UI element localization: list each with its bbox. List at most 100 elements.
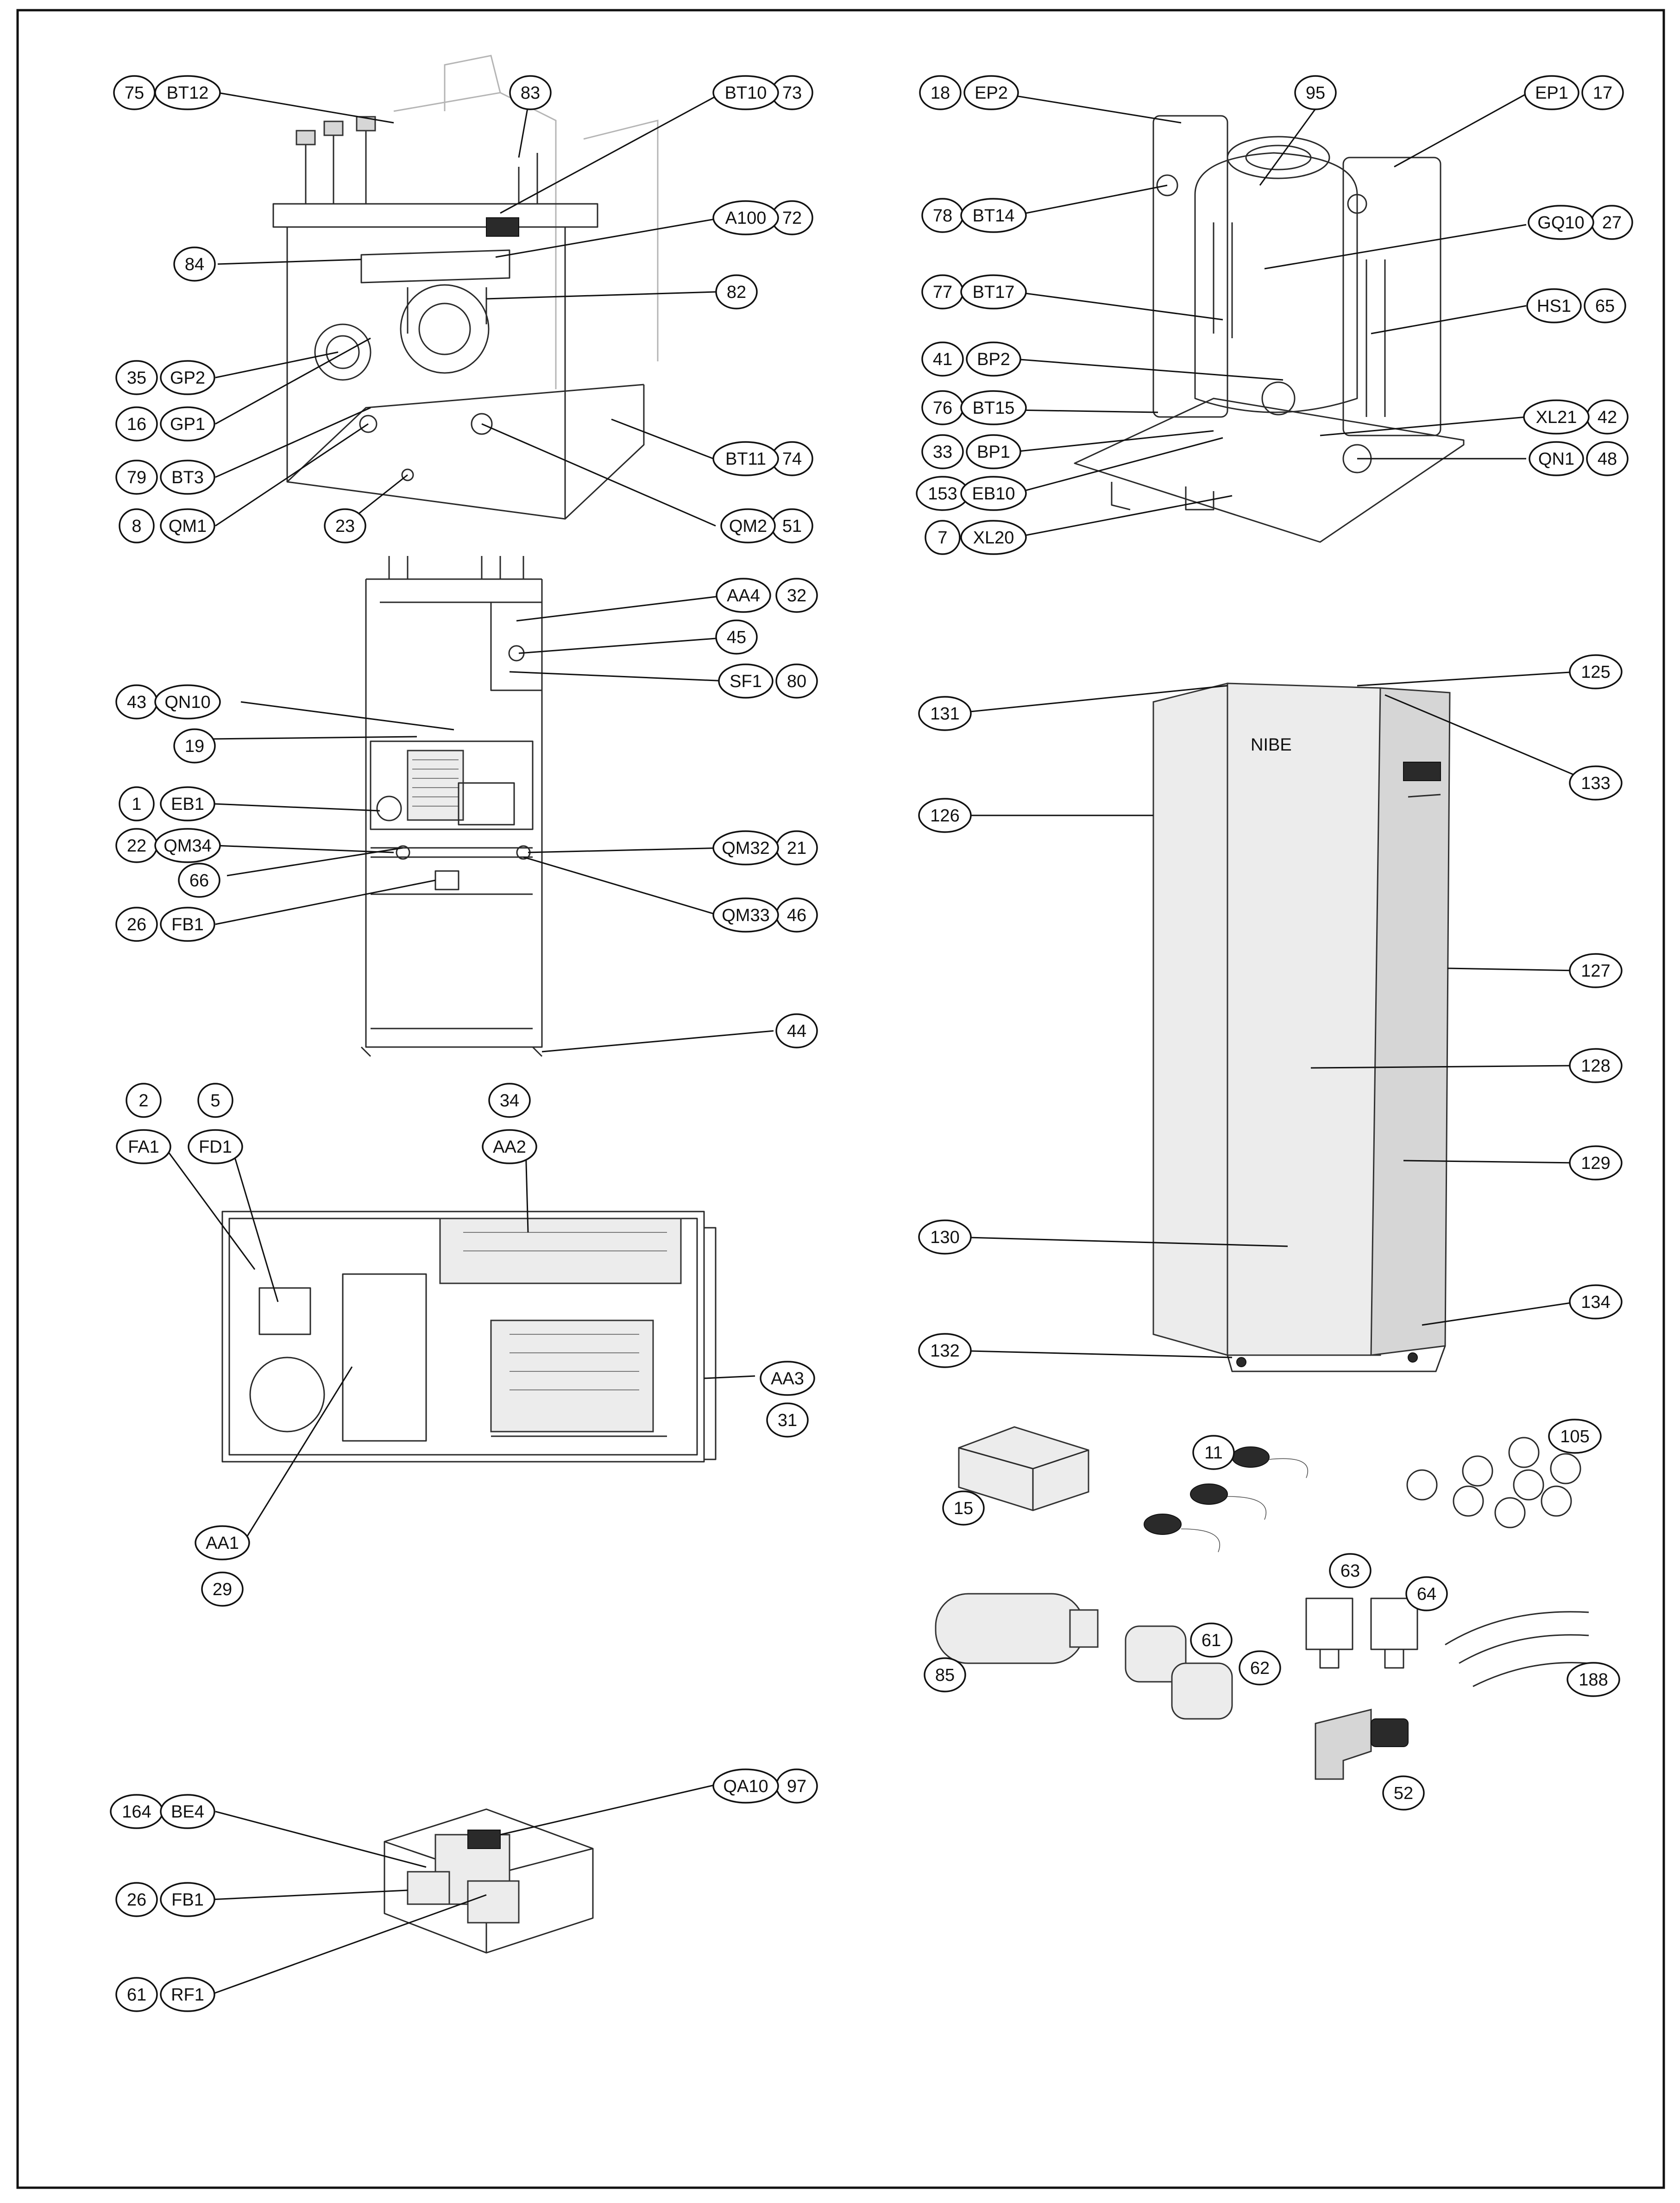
callout-number: 73: [771, 75, 813, 110]
front-open-drawing: [360, 556, 543, 1057]
callout-code-outline: [716, 578, 771, 613]
callout-code-outline: [760, 1361, 815, 1396]
callout-number-outline: [173, 728, 216, 764]
callout-code: GP2: [160, 360, 215, 395]
callout-code: FA1: [116, 1129, 171, 1164]
callout-code: BE4: [160, 1794, 215, 1829]
callout-code: XL21: [1523, 399, 1590, 435]
callout-number: 46: [775, 897, 818, 933]
callout-number: 84: [173, 246, 216, 282]
callout-number-outline: [1382, 1775, 1425, 1811]
callout-number: 35: [115, 360, 158, 395]
callout-number-text: 5: [210, 1091, 220, 1111]
leader-lines: [164, 92, 1594, 1995]
callout-number-text: 19: [185, 737, 204, 756]
callout-number: 153: [916, 476, 969, 511]
callout-code: SF1: [718, 663, 774, 699]
callout-number: 62: [1239, 1650, 1281, 1685]
callout-code-text: GP1: [170, 415, 205, 434]
callout-code-outline: [195, 1525, 250, 1560]
callout-code-text: BE4: [171, 1802, 204, 1822]
callout-code-text: QM33: [722, 906, 769, 925]
callout-number: 128: [1569, 1048, 1623, 1083]
callout-number: 105: [1548, 1419, 1602, 1454]
callout-code: QM34: [154, 828, 221, 863]
callout-number: 41: [921, 341, 964, 377]
cabinet-closed-drawing: NIBE: [1152, 682, 1451, 1372]
callout-number: 61: [115, 1977, 158, 2012]
callout-code: QN1: [1529, 441, 1584, 476]
callout-number: 51: [771, 508, 813, 543]
callout-code-text: BP1: [977, 442, 1010, 462]
callout-number-outline: [115, 1882, 158, 1917]
callout-number-text: 132: [930, 1341, 959, 1361]
callout-number-outline: [918, 696, 972, 731]
callout-code-outline: [160, 1882, 215, 1917]
callout-number-text: 131: [930, 704, 959, 724]
callout-code-outline: [1529, 441, 1584, 476]
callout-number-text: 82: [727, 283, 746, 302]
callout-code-text: GQ10: [1537, 213, 1584, 233]
callout-code-outline: [154, 684, 221, 720]
callout-number-outline: [1569, 1048, 1623, 1083]
callout-number-text: 23: [335, 517, 355, 536]
callout-number-outline: [921, 434, 964, 469]
electrical-box-drawing: [221, 1211, 717, 1463]
callout-number-outline: [178, 863, 220, 898]
callout-number: 44: [775, 1013, 818, 1048]
callout-code-text: GP2: [170, 368, 205, 388]
callout-number-text: 105: [1560, 1427, 1589, 1446]
callout-code: BT11: [712, 441, 779, 476]
callout-code: GP1: [160, 406, 215, 442]
callout-number: 132: [918, 1333, 972, 1368]
callout-number-text: 41: [933, 350, 952, 369]
o-rings: [1406, 1437, 1581, 1528]
callout-code: AA4: [716, 578, 771, 613]
callout-code-text: SF1: [730, 672, 762, 691]
callout-code: BT3: [160, 460, 215, 495]
callout-number-outline: [918, 1219, 972, 1255]
callout-number-text: 188: [1579, 1670, 1608, 1690]
callout-code: EP1: [1524, 75, 1579, 110]
callout-number: 65: [1584, 288, 1626, 323]
callout-number-text: 46: [787, 906, 806, 925]
callout-number: 33: [921, 434, 964, 469]
callout-number: 125: [1569, 654, 1623, 689]
callout-number-text: 97: [787, 1777, 806, 1796]
callout-code-text: QM1: [169, 517, 207, 536]
callout-number-outline: [1190, 1622, 1233, 1658]
callout-code-text: QM34: [164, 836, 211, 856]
callout-number-outline: [921, 341, 964, 377]
callout-number-outline: [1569, 765, 1623, 801]
callout-code: EB1: [160, 786, 215, 821]
callout-number: 22: [115, 828, 158, 863]
callout-number-outline: [775, 578, 818, 613]
callout-number: 74: [771, 441, 813, 476]
callout-code-text: XL20: [973, 528, 1014, 548]
callout-code: QA10: [712, 1768, 779, 1804]
callout-number-outline: [115, 1977, 158, 2012]
callout-code-outline: [116, 1129, 171, 1164]
callout-number-text: 27: [1602, 213, 1622, 233]
callout-code-text: FB1: [171, 1890, 204, 1910]
callout-code-text: BT15: [973, 398, 1015, 418]
callout-number-outline: [324, 508, 366, 543]
callout-code-text: QM2: [729, 517, 767, 536]
callout-code: FB1: [160, 907, 215, 942]
callout-code-outline: [960, 274, 1027, 309]
callout-number-text: 34: [500, 1091, 519, 1111]
callout-code-text: AA1: [206, 1534, 239, 1553]
callout-number-outline: [919, 75, 962, 110]
callout-number-outline: [1586, 441, 1629, 476]
callout-number-text: 52: [1394, 1784, 1413, 1803]
callout-number: 85: [924, 1657, 966, 1692]
callout-number-text: 2: [138, 1091, 148, 1111]
callout-number-text: 61: [1202, 1631, 1221, 1650]
callout-code-outline: [160, 907, 215, 942]
callout-number-outline: [766, 1402, 809, 1438]
callout-number-outline: [126, 1083, 162, 1118]
